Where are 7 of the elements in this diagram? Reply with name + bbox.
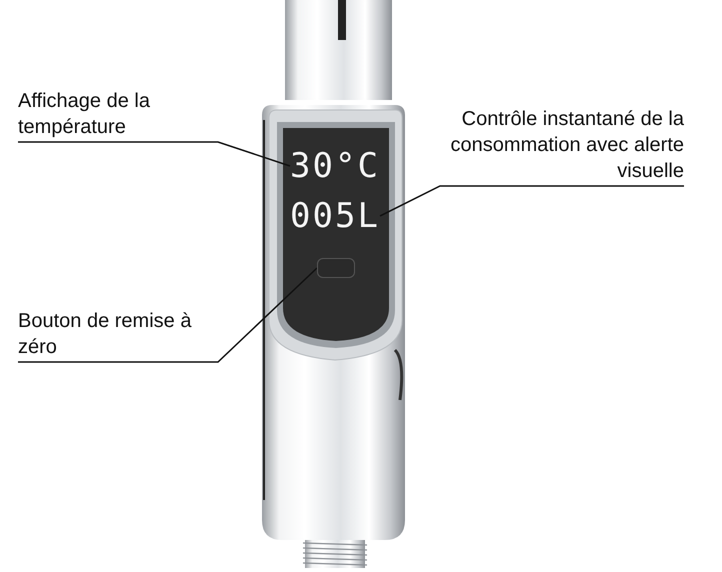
display-reading: 30°C bbox=[290, 146, 380, 186]
callout-label: Bouton de remise à zéro bbox=[18, 309, 192, 360]
reset-button bbox=[317, 258, 355, 278]
leader-line bbox=[18, 267, 318, 363]
callout-label: Contrôle instantané de la consommation avec alerte visuelle bbox=[450, 107, 684, 184]
callout-label: Affichage de la température bbox=[18, 89, 151, 140]
display-reading: 005L bbox=[290, 196, 380, 236]
